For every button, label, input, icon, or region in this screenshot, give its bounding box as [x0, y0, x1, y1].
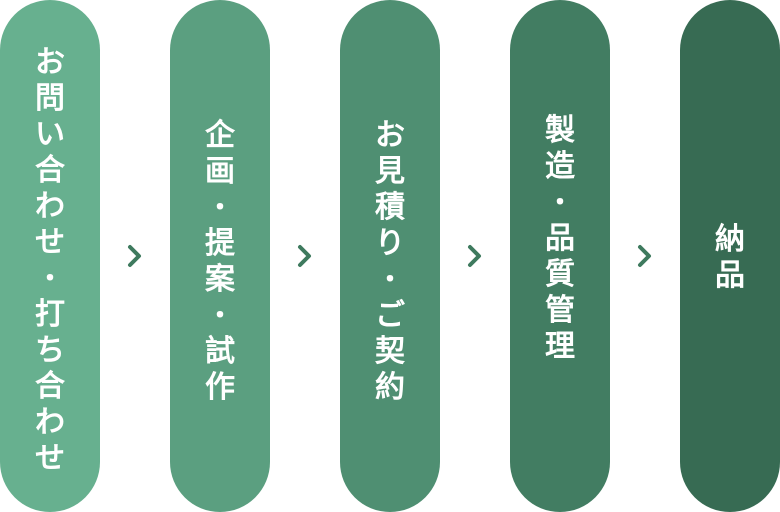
chevron-right-icon	[298, 245, 311, 267]
step-pill-2: 企画・提案・試作	[170, 0, 270, 512]
step-label: お問い合わせ・打ち合わせ	[35, 45, 65, 476]
chevron-right-icon	[128, 245, 141, 267]
step-pill-1: お問い合わせ・打ち合わせ	[0, 0, 100, 512]
step-pill-5: 納品	[680, 0, 780, 512]
chevron-right-icon	[468, 245, 481, 267]
step-label: お見積り・ご契約	[375, 118, 405, 405]
step-label: 納品	[715, 222, 745, 293]
chevron-right-icon	[638, 245, 651, 267]
step-label: 企画・提案・試作	[205, 118, 235, 405]
step-pill-3: お見積り・ご契約	[340, 0, 440, 512]
step-label: 製造・品質管理	[545, 113, 575, 364]
step-pill-4: 製造・品質管理	[510, 0, 610, 512]
